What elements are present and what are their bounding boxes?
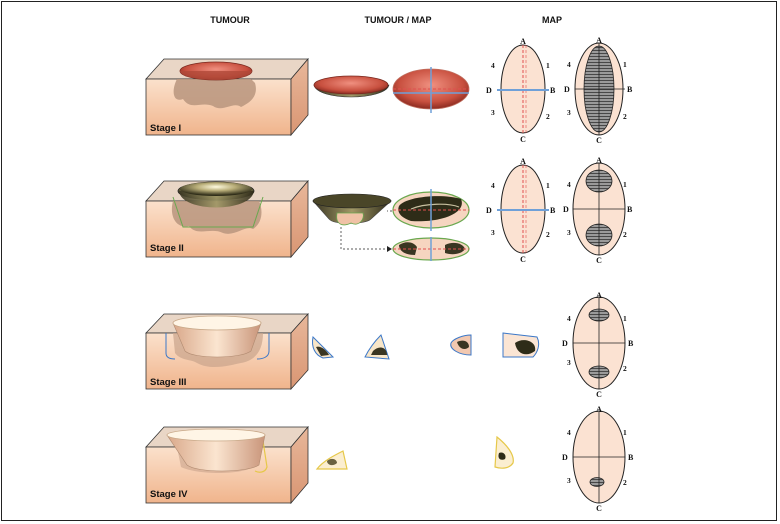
stage-4-row: Stage IV A B C D 1 2 3 4 bbox=[145, 405, 634, 513]
s1-map-q1: 1 bbox=[546, 61, 550, 70]
stage-3-row: Stage III A B C D 1 2 bbox=[145, 291, 634, 399]
s1-map-label-d: D bbox=[486, 86, 492, 95]
stage-1-quartered-map bbox=[392, 67, 470, 113]
s1-res-q4: 4 bbox=[567, 60, 571, 69]
stage-2-excised-tumour bbox=[312, 193, 392, 252]
s2-map-label-d: D bbox=[486, 206, 492, 215]
s4-res-label-b: B bbox=[628, 453, 634, 462]
s2-res-label-a: A bbox=[596, 156, 602, 165]
stage-3-map-fragment-1 bbox=[450, 334, 472, 356]
s4-res-q3: 3 bbox=[567, 476, 571, 485]
s2-map-q1: 1 bbox=[546, 181, 550, 190]
s4-res-label-d: D bbox=[562, 453, 568, 462]
s3-res-q4: 4 bbox=[567, 314, 571, 323]
stage-3-fragment-center bbox=[364, 334, 390, 360]
s1-map-q3: 3 bbox=[491, 108, 495, 117]
stage-3-label: Stage III bbox=[150, 377, 186, 388]
stage-2-row: Stage II A bbox=[145, 156, 633, 265]
header-map: MAP bbox=[542, 15, 562, 25]
stage-4-map-fragment bbox=[494, 435, 514, 469]
stage-3-map-fragment-2 bbox=[502, 332, 540, 358]
stage-1-label: Stage I bbox=[150, 123, 181, 134]
stage-1-row: Stage I A B C D 1 2 3 4 bbox=[145, 36, 633, 145]
s3-res-label-c: C bbox=[596, 390, 602, 399]
s3-res-label-d: D bbox=[562, 339, 568, 348]
s1-map-label-a: A bbox=[520, 37, 526, 46]
stage-2-label: Stage II bbox=[150, 243, 184, 254]
s1-res-label-c: C bbox=[596, 136, 602, 145]
s2-res-q2: 2 bbox=[623, 230, 627, 239]
s2-map-label-c: C bbox=[520, 255, 526, 264]
s3-res-q3: 3 bbox=[567, 358, 571, 367]
stage-1-excised-tumour bbox=[313, 75, 390, 98]
s3-res-label-a: A bbox=[596, 291, 602, 300]
s1-res-q1: 1 bbox=[623, 60, 627, 69]
stage-3-skin-block: Stage III bbox=[145, 312, 309, 391]
s2-map-q2: 2 bbox=[546, 230, 550, 239]
s1-res-label-d: D bbox=[564, 85, 570, 94]
stage-1-map-result: A B C D 1 2 3 4 bbox=[564, 36, 633, 145]
stage-4-skin-block: Stage IV bbox=[145, 425, 309, 505]
stage-4-label: Stage IV bbox=[150, 489, 188, 500]
s4-res-label-c: C bbox=[596, 504, 602, 513]
s2-map-q3: 3 bbox=[491, 228, 495, 237]
header-tumour-map: TUMOUR / MAP bbox=[365, 15, 432, 25]
stage-1-map-skin: A B C D 1 2 3 4 bbox=[486, 37, 556, 144]
s2-map-label-a: A bbox=[520, 157, 526, 166]
s1-res-label-b: B bbox=[627, 85, 633, 94]
s4-res-q2: 2 bbox=[623, 478, 627, 487]
s2-map-q4: 4 bbox=[491, 181, 495, 190]
s1-res-label-a: A bbox=[596, 36, 602, 45]
s1-map-label-b: B bbox=[550, 86, 556, 95]
s4-res-q1: 1 bbox=[623, 428, 627, 437]
s1-res-q3: 3 bbox=[567, 108, 571, 117]
stage-1-skin-block: Stage I bbox=[145, 57, 309, 137]
stage-4-map-result: A B C D 1 2 3 4 bbox=[562, 405, 634, 513]
s2-res-label-c: C bbox=[596, 256, 602, 265]
s1-map-q2: 2 bbox=[546, 112, 550, 121]
stage-4-fragment bbox=[315, 450, 348, 470]
s1-res-q2: 2 bbox=[623, 112, 627, 121]
s2-res-q4: 4 bbox=[567, 180, 571, 189]
s2-map-label-b: B bbox=[550, 206, 556, 215]
s2-res-label-b: B bbox=[627, 205, 633, 214]
s2-res-q3: 3 bbox=[567, 228, 571, 237]
stage-2-map-skin: A B C D 1 2 3 4 bbox=[486, 157, 556, 264]
s1-map-q4: 4 bbox=[491, 61, 495, 70]
stage-2-map-result: A B C D 1 2 3 4 bbox=[563, 156, 633, 265]
stage-2-quartered-map-top bbox=[392, 189, 470, 231]
s4-res-q4: 4 bbox=[567, 428, 571, 437]
stage-3-fragment-left bbox=[312, 335, 335, 359]
stage-3-map-result: A B C D 1 2 3 4 bbox=[562, 291, 634, 399]
stage-2-quartered-map-bottom bbox=[392, 237, 470, 261]
header-tumour: TUMOUR bbox=[210, 15, 250, 25]
s2-res-label-d: D bbox=[563, 205, 569, 214]
s1-map-label-c: C bbox=[520, 135, 526, 144]
s3-res-q1: 1 bbox=[623, 314, 627, 323]
s2-res-q1: 1 bbox=[623, 180, 627, 189]
s3-res-label-b: B bbox=[628, 339, 634, 348]
s3-res-q2: 2 bbox=[623, 364, 627, 373]
stage-2-skin-block: Stage II bbox=[145, 179, 309, 259]
s4-res-label-a: A bbox=[596, 405, 602, 414]
